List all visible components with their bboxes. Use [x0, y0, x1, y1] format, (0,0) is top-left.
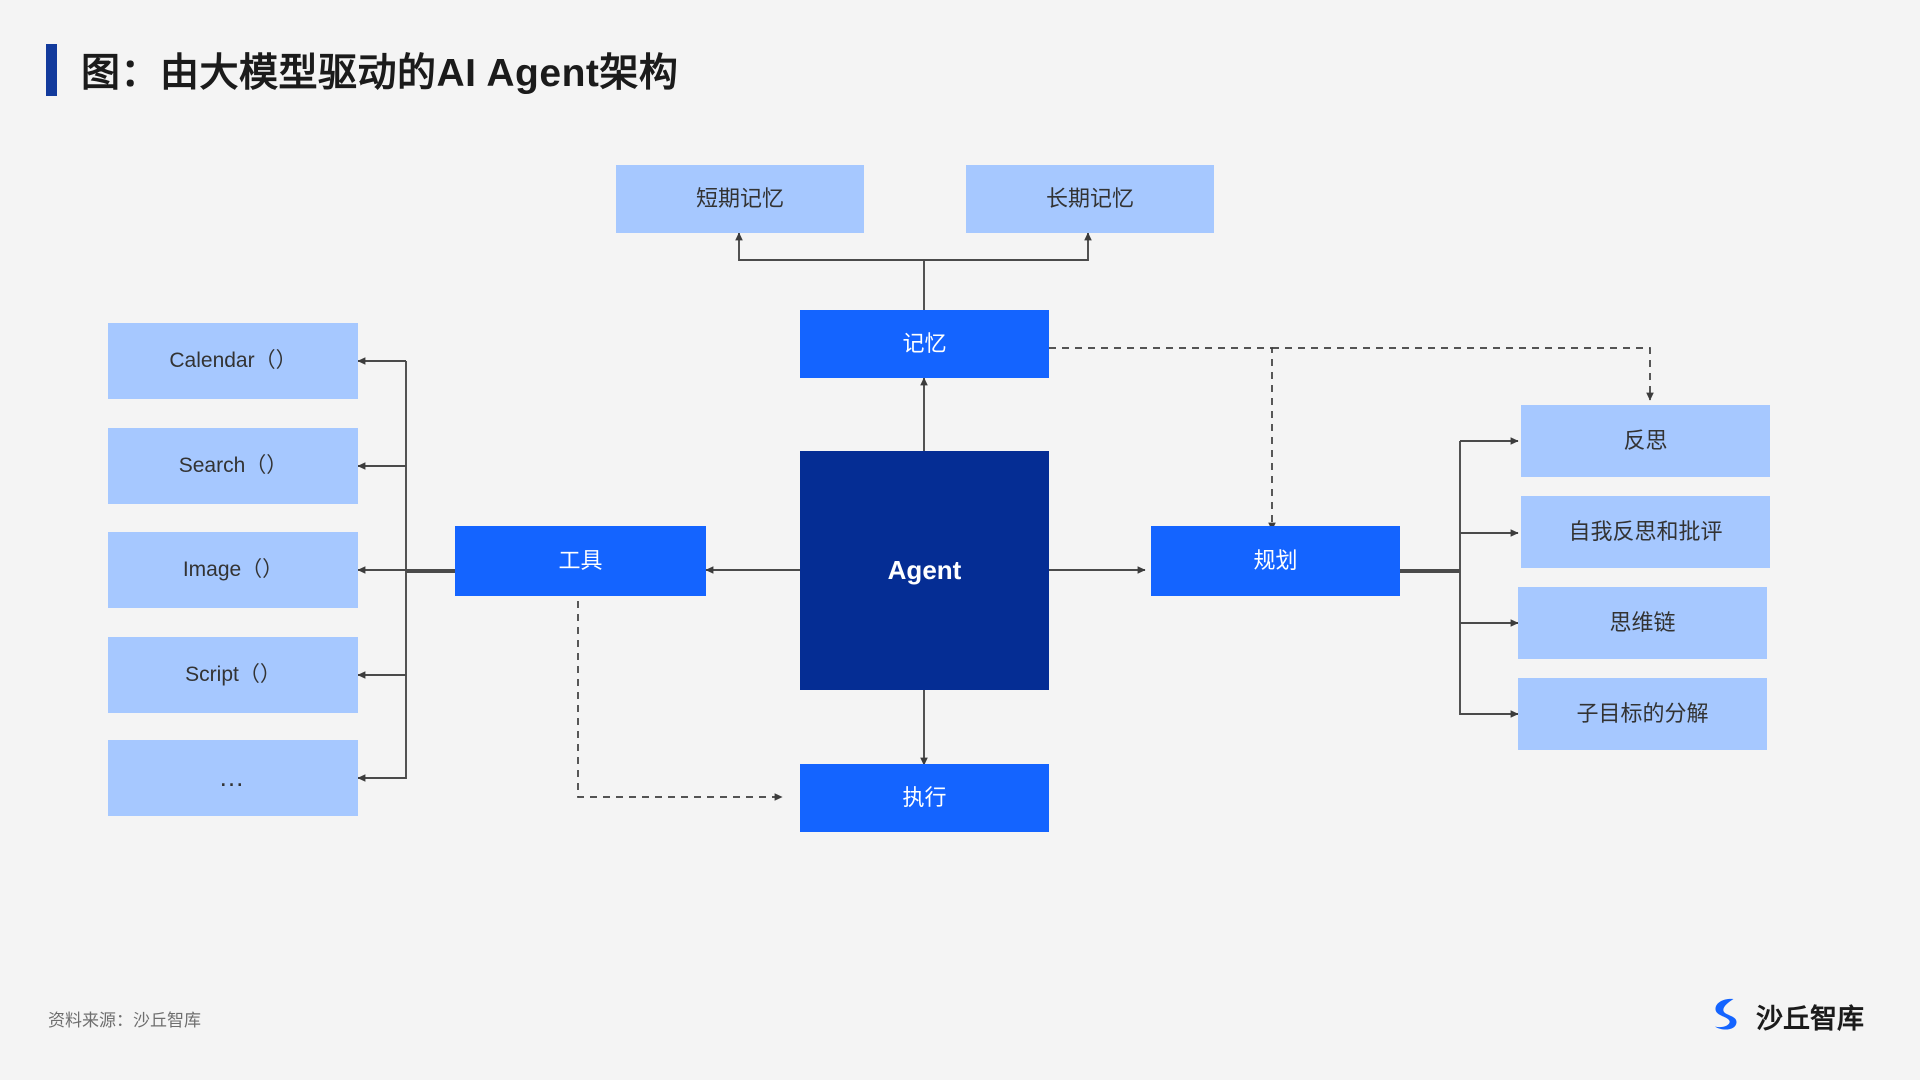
node-tool-script[interactable]: Script（） [108, 637, 358, 713]
node-label: 执行 [902, 785, 947, 811]
node-plan-chain-of-thought[interactable]: 思维链 [1518, 587, 1767, 659]
node-label: 反思 [1623, 428, 1668, 454]
node-tool-more[interactable]: … [108, 740, 358, 816]
node-label: Script（） [185, 662, 281, 686]
node-label: 子目标的分解 [1576, 701, 1709, 727]
node-label: 长期记忆 [1045, 186, 1134, 212]
node-tool-calendar[interactable]: Calendar（） [108, 323, 358, 399]
brand-name: 沙丘智库 [1756, 1003, 1864, 1034]
node-label: 记忆 [902, 331, 947, 357]
edge-memory-planning-dashed [1049, 347, 1276, 531]
node-label: 思维链 [1609, 610, 1676, 636]
node-label: 自我反思和批评 [1568, 519, 1723, 545]
edge-planning-bus-up [1400, 441, 1461, 571]
node-label: Calendar（） [169, 348, 297, 372]
node-label: … [218, 762, 248, 793]
edge-planning-bus-down [1400, 571, 1461, 623]
title-accent-bar [46, 44, 57, 96]
title-text: 图：由大模型驱动的AI Agent架构 [81, 52, 679, 95]
node-label: Search（） [178, 453, 288, 477]
node-long-term-memory[interactable]: 长期记忆 [966, 165, 1214, 233]
edge-tools-bus-up [405, 361, 455, 571]
brand-mark-icon [1715, 998, 1737, 1030]
edge-tools-bus-down [405, 571, 455, 675]
node-memory[interactable]: 记忆 [800, 310, 1049, 378]
node-label: 短期记忆 [695, 186, 784, 212]
node-tool-search[interactable]: Search（） [108, 428, 358, 504]
edge-tools-action-dashed [577, 601, 783, 801]
node-planning[interactable]: 规划 [1151, 526, 1400, 596]
edge-tools-more [357, 675, 407, 782]
node-agent[interactable]: Agent [800, 451, 1049, 690]
node-label: Image（） [182, 557, 284, 581]
node-label: 规划 [1253, 548, 1298, 574]
node-short-term-memory[interactable]: 短期记忆 [616, 165, 864, 233]
edge-memory-short [735, 232, 924, 261]
node-label: 工具 [558, 548, 603, 574]
node-tool-image[interactable]: Image（） [108, 532, 358, 608]
edge-planning-subgoal [1459, 623, 1519, 718]
source-note: 资料来源：沙丘智库 [48, 1011, 201, 1030]
node-label: Agent [887, 554, 962, 585]
node-plan-reflection[interactable]: 反思 [1521, 405, 1770, 477]
page-title: 图：由大模型驱动的AI Agent架构 [46, 42, 678, 98]
node-plan-subgoal-decomposition[interactable]: 子目标的分解 [1518, 678, 1767, 750]
edge-memory-long [924, 232, 1092, 261]
node-tools[interactable]: 工具 [455, 526, 706, 596]
brand-logo: 沙丘智库 [1706, 995, 1864, 1037]
node-action[interactable]: 执行 [800, 764, 1049, 832]
edge-memory-reflect-dashed [1272, 347, 1654, 401]
node-plan-self-critique[interactable]: 自我反思和批评 [1521, 496, 1770, 568]
